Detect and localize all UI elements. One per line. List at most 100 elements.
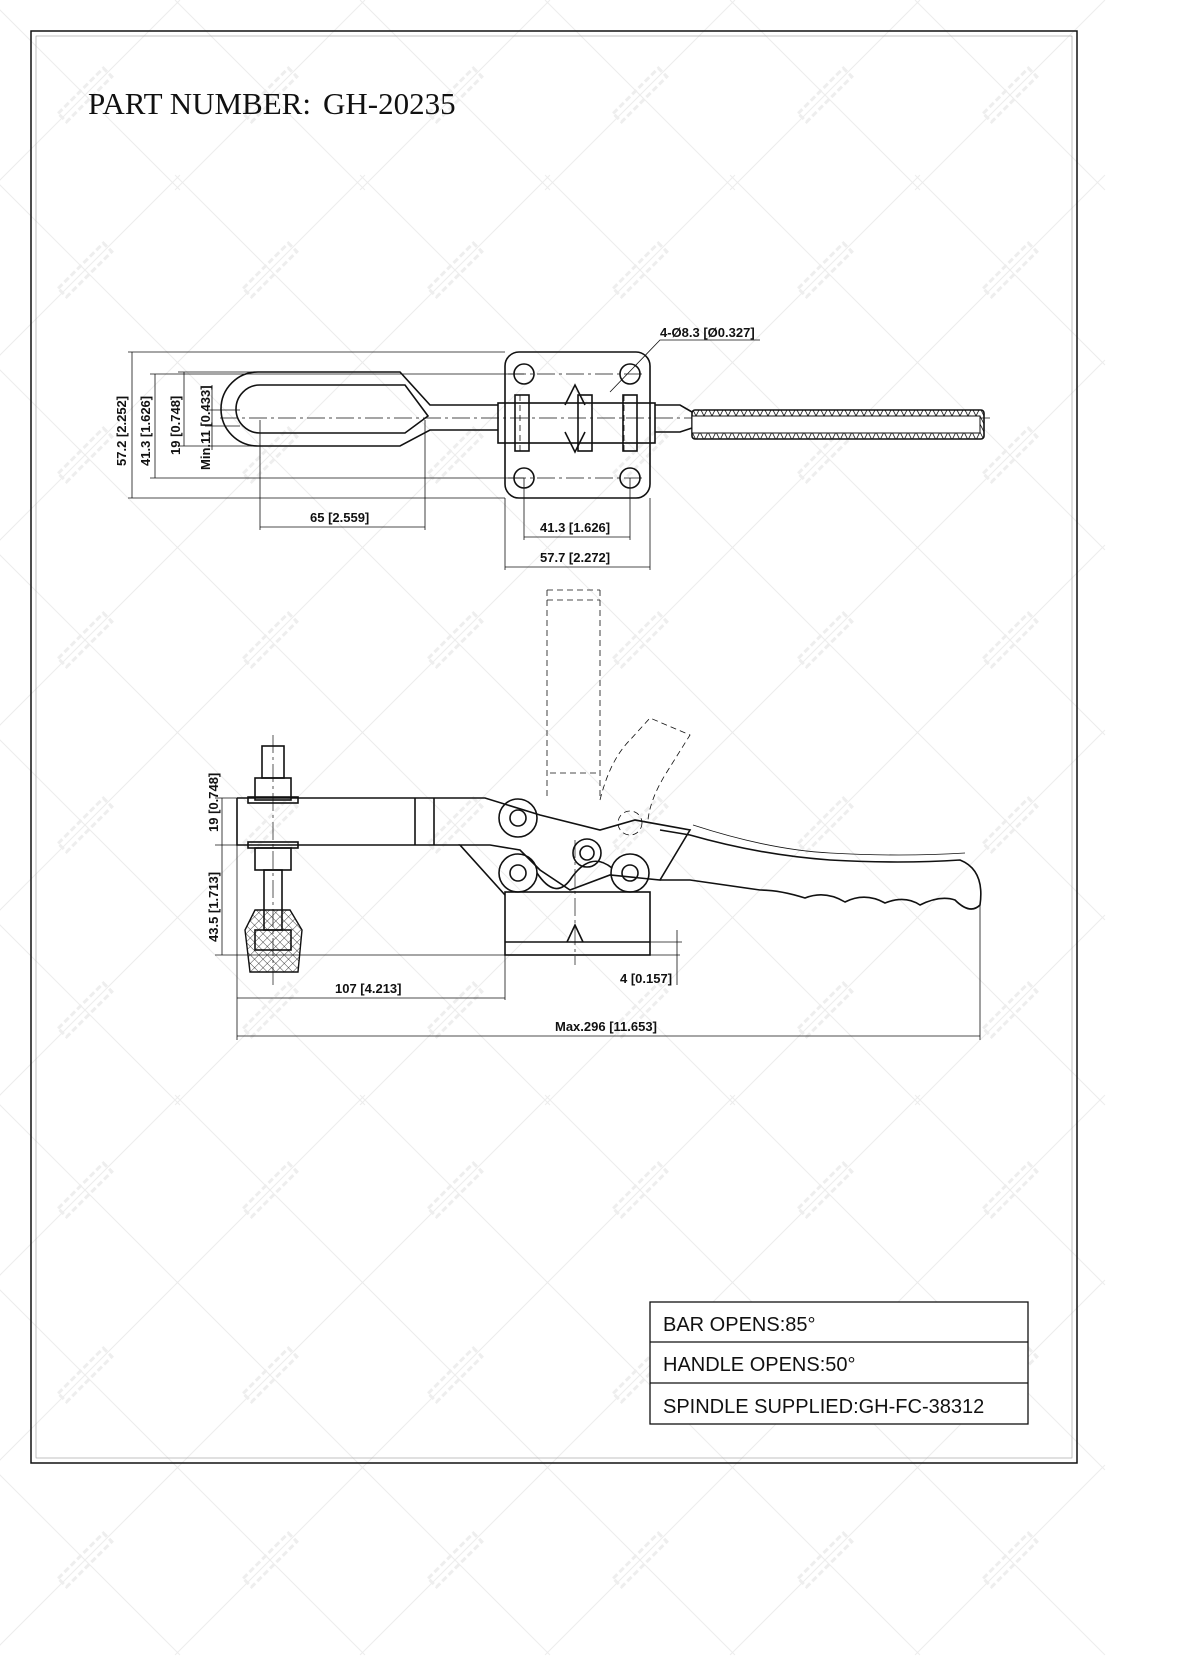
watermark-line bbox=[914, 1464, 1106, 1656]
watermark-line bbox=[544, 1094, 736, 1286]
dim-slot-length: 65 [2.559] bbox=[310, 510, 369, 525]
watermark-logo bbox=[241, 1531, 299, 1589]
watermark-logo bbox=[241, 66, 299, 124]
watermark-line bbox=[729, 1464, 921, 1656]
watermark-line bbox=[0, 729, 181, 911]
watermark-line bbox=[359, 914, 551, 1106]
watermark-logo bbox=[56, 426, 114, 484]
spec-spindle-supplied: SPINDLE SUPPLIED:GH-FC-38312 bbox=[663, 1396, 984, 1418]
watermark-line bbox=[174, 174, 366, 366]
watermark-logo bbox=[611, 66, 669, 124]
watermark-logo bbox=[981, 426, 1039, 484]
watermark-logo bbox=[611, 1531, 669, 1589]
watermark-line bbox=[0, 924, 181, 1106]
watermark-line bbox=[0, 1094, 181, 1276]
watermark-logo bbox=[611, 241, 669, 299]
watermark-line bbox=[544, 914, 736, 1106]
inner-frame bbox=[35, 35, 1073, 1459]
watermark-logo bbox=[56, 66, 114, 124]
watermark-line bbox=[544, 174, 736, 366]
dim-overall-height: 57.2 [2.252] bbox=[114, 396, 129, 466]
watermark-line bbox=[0, 1474, 181, 1656]
spec-handle-opens: HANDLE OPENS:50° bbox=[663, 1354, 856, 1376]
rubber-tip bbox=[244, 909, 303, 973]
watermark-line bbox=[729, 914, 921, 1106]
watermark-logo bbox=[796, 981, 854, 1039]
dim-spindle-height: 43.5 [1.713] bbox=[206, 872, 221, 942]
dim-hole-spacing-h: 41.3 [1.626] bbox=[540, 520, 610, 535]
watermark-line bbox=[0, 1289, 181, 1471]
watermark-logo bbox=[56, 241, 114, 299]
watermark-line bbox=[359, 1094, 551, 1286]
watermark-line bbox=[174, 544, 366, 736]
dim-reach: 107 [4.213] bbox=[335, 981, 402, 996]
spindle bbox=[244, 735, 303, 985]
watermark-line bbox=[914, 544, 1106, 736]
watermark-line bbox=[359, 359, 551, 551]
watermark-logo bbox=[611, 981, 669, 1039]
watermark-line bbox=[0, 174, 181, 356]
watermark-line bbox=[914, 174, 1106, 366]
watermark-line bbox=[544, 544, 736, 736]
watermark-line bbox=[174, 359, 366, 551]
watermark-logo bbox=[796, 66, 854, 124]
watermark-logo bbox=[426, 66, 484, 124]
watermark-line bbox=[0, 914, 181, 1096]
watermark-line bbox=[174, 914, 366, 1106]
watermark-line bbox=[359, 174, 551, 366]
watermark-line bbox=[359, 729, 551, 921]
watermark-logo bbox=[426, 1531, 484, 1589]
watermark-line bbox=[0, 544, 181, 726]
spindle-bar-outer bbox=[220, 371, 498, 447]
watermark-line bbox=[0, 1279, 181, 1461]
dim-overall-length: Max.296 [11.653] bbox=[555, 1019, 657, 1034]
watermark-logo bbox=[611, 611, 669, 669]
spec-bar-opens: BAR OPENS:85° bbox=[663, 1314, 816, 1336]
dim-bar-width: 19 [0.748] bbox=[168, 396, 183, 455]
dim-bar-height: 19 [0.748] bbox=[206, 773, 221, 832]
watermark-logo bbox=[981, 1161, 1039, 1219]
watermark-line bbox=[729, 729, 921, 921]
watermark-logo bbox=[241, 1161, 299, 1219]
watermark-logo bbox=[981, 796, 1039, 854]
watermark-line bbox=[914, 914, 1106, 1106]
dim-slot-min: Min.11 [0.433] bbox=[198, 385, 213, 470]
dim-base-width: 57.7 [2.272] bbox=[540, 550, 610, 565]
watermark-line bbox=[174, 1464, 366, 1656]
watermark-logo bbox=[426, 241, 484, 299]
watermark-line bbox=[544, 359, 736, 551]
watermark-logo bbox=[796, 426, 854, 484]
watermark-line bbox=[0, 739, 181, 921]
watermark-logo bbox=[981, 66, 1039, 124]
watermark-line bbox=[729, 1094, 921, 1286]
drawing-frame bbox=[30, 30, 1078, 1464]
watermark-logo bbox=[796, 796, 854, 854]
top-view: 4-Ø8.3 [Ø0.327] 57.2 [2.252] 41.3 [1.626… bbox=[114, 325, 990, 570]
watermark-logo bbox=[981, 611, 1039, 669]
spec-table: BAR OPENS:85° HANDLE OPENS:50° SPINDLE S… bbox=[649, 1301, 1029, 1425]
watermark-line bbox=[359, 1279, 551, 1471]
pivot-pins bbox=[498, 798, 650, 893]
watermark-line bbox=[0, 359, 181, 541]
watermark-logo bbox=[241, 241, 299, 299]
watermark-line bbox=[359, 1464, 551, 1656]
watermark-logo bbox=[981, 241, 1039, 299]
watermark-logo bbox=[56, 1161, 114, 1219]
handle bbox=[659, 829, 982, 910]
watermark-logo bbox=[241, 1346, 299, 1404]
watermark-line bbox=[914, 359, 1106, 551]
watermark-line bbox=[914, 729, 1106, 921]
watermark-logo bbox=[796, 1531, 854, 1589]
watermark-line bbox=[729, 544, 921, 736]
watermark-logo bbox=[796, 1161, 854, 1219]
watermark-logo bbox=[796, 611, 854, 669]
dim-hole-dia: 4-Ø8.3 [Ø0.327] bbox=[660, 325, 755, 340]
base-plate bbox=[504, 351, 651, 499]
watermark-logo bbox=[56, 1531, 114, 1589]
watermark-line bbox=[729, 359, 921, 551]
watermark-line bbox=[0, 554, 181, 736]
watermark-logo bbox=[796, 241, 854, 299]
watermark-logo bbox=[56, 1346, 114, 1404]
part-number-title: PART NUMBER:GH-20235 bbox=[88, 86, 456, 121]
